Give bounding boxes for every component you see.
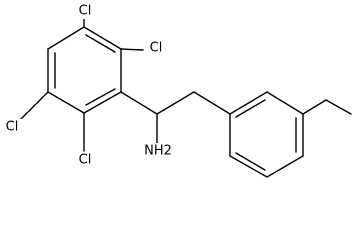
atom-label-cl-top-right: Cl — [150, 41, 163, 56]
atom-label-cl-left: Cl — [6, 120, 19, 135]
bond-ring-to-oxygen — [302, 99, 327, 115]
atom-label-amine: NH2 — [144, 144, 172, 159]
chlorophenyl-ring — [47, 26, 122, 114]
molecule-structure: Cl Cl Cl Cl NH2 — [0, 3, 352, 178]
label-bg-amine — [143, 143, 173, 159]
label-bg-cl-left — [0, 119, 24, 135]
bond-ring-b1-b2 — [229, 91, 268, 115]
label-bg-cl-top-left — [73, 3, 97, 19]
atom-label-cl-bottom: Cl — [79, 153, 92, 168]
bond-ch-to-ch2 — [156, 91, 195, 115]
bond-ring-a3-a4 — [83, 91, 122, 114]
bond-ring-double-b5-b6 — [235, 152, 266, 171]
label-bg-cl-top-right — [144, 40, 168, 56]
bond-ring-double-b1-b2 — [235, 99, 266, 118]
bond-ch2-to-ring — [193, 91, 231, 115]
bond-ring-to-ch — [120, 91, 158, 115]
bond-ring-a1-a2 — [83, 26, 122, 50]
label-bg-cl-bottom — [73, 152, 97, 168]
atom-label-cl-top-left: Cl — [79, 4, 92, 19]
bond-ring-a4-a5 — [47, 91, 85, 114]
bond-oxygen-to-methyl — [325, 99, 352, 115]
bond-cl-top-right — [120, 48, 144, 51]
bond-cl-left — [19, 91, 49, 121]
bond-ring-b2-b3 — [266, 91, 304, 115]
bond-ring-b5-b6 — [229, 155, 268, 178]
methoxyphenyl-ring — [229, 91, 304, 178]
bond-ring-double-a1-a2 — [85, 34, 116, 53]
bond-ring-double-a3-a4 — [85, 88, 116, 106]
bond-ring-b4-b5 — [266, 155, 304, 178]
bond-ring-a6-a1 — [47, 26, 85, 50]
